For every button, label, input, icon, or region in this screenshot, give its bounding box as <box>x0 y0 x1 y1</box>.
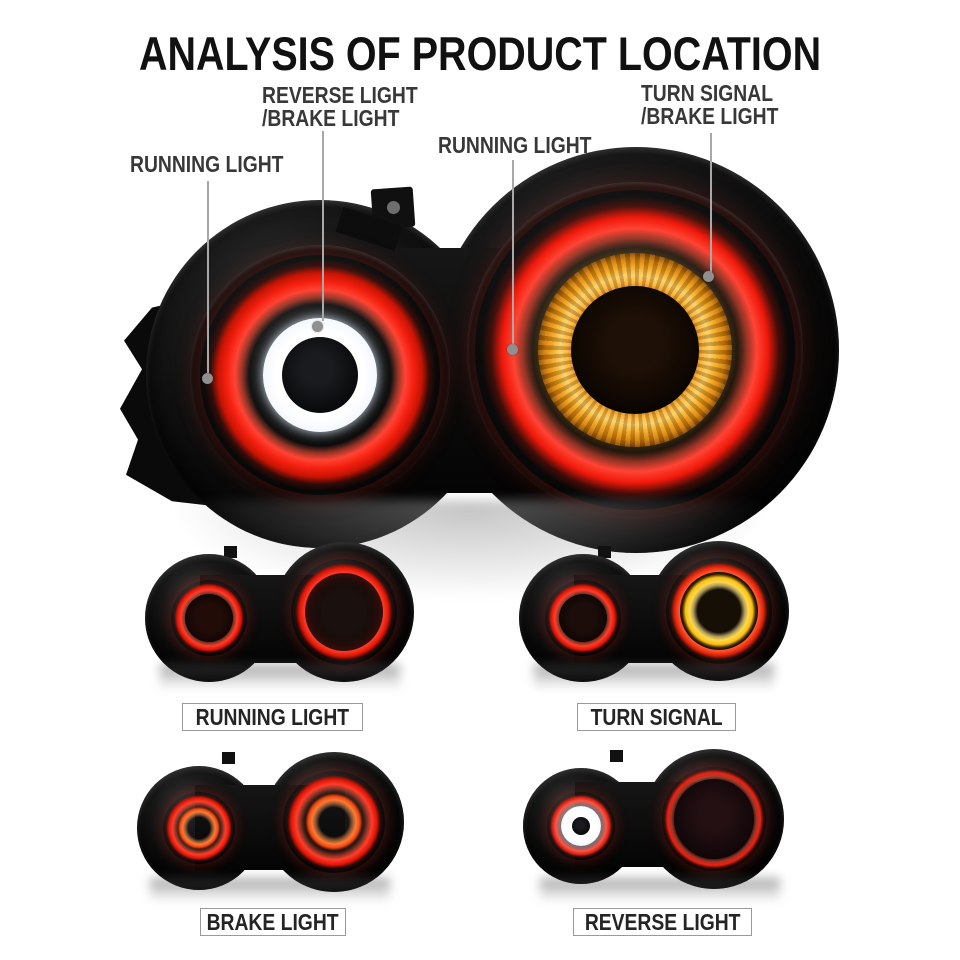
thumb1-left-lens <box>185 594 233 642</box>
thumb2-bracket <box>598 546 611 558</box>
thumb2-left-lens <box>559 594 607 642</box>
thumb3-reflection <box>150 878 390 902</box>
callout-line-reverse-brake <box>322 131 324 321</box>
left-lamp-white-ring-reverse-brake-light <box>263 318 377 432</box>
thumb4-left-lens <box>572 817 590 835</box>
right-lamp-amber-ring-turn-signal-brake-light <box>538 253 732 447</box>
callout-label-running-center: RUNNING LIGHT <box>438 132 592 158</box>
thumb2-yellow-turn-signal-ring <box>680 572 758 650</box>
left-lamp-projector-lens <box>282 337 358 413</box>
thumb3-left-inner-brake-ring <box>176 805 222 851</box>
thumb1-right-lens <box>305 573 383 651</box>
right-lamp-projector-lens <box>571 286 699 414</box>
caption-brake-light: BRAKE LIGHT <box>200 908 346 936</box>
thumb4-bracket <box>610 750 623 762</box>
caption-reverse-light: REVERSE LIGHT <box>573 908 752 936</box>
callout-endpoint-dot-running-center <box>507 344 518 355</box>
callout-endpoint-dot-turn-brake <box>703 271 714 282</box>
callout-label-reverse-brake: REVERSE LIGHT /BRAKE LIGHT <box>262 82 418 131</box>
callout-endpoint-dot-running-left <box>202 373 213 384</box>
callout-label-turn-brake: TURN SIGNAL /BRAKE LIGHT <box>641 80 779 129</box>
thumb4-right-lens <box>674 779 754 859</box>
mounting-bracket-hole <box>387 201 400 214</box>
callout-label-running-left: RUNNING LIGHT <box>130 151 284 177</box>
page-title-text: ANALYSIS OF PRODUCT LOCATION <box>138 27 822 80</box>
callout-line-running-left <box>207 181 209 373</box>
callout-line-running-center <box>512 160 514 345</box>
thumb3-bracket <box>222 752 235 764</box>
thumb2-reflection <box>534 664 774 690</box>
caption-running-light: RUNNING LIGHT <box>182 703 363 731</box>
thumb1-bracket <box>224 546 237 558</box>
callout-endpoint-dot-reverse-brake <box>312 321 323 332</box>
thumb1-reflection <box>160 664 400 690</box>
thumb4-reflection <box>540 878 780 902</box>
thumb4-white-reverse-ring <box>561 806 601 846</box>
callout-line-turn-brake <box>710 133 712 272</box>
caption-turn-signal: TURN SIGNAL <box>577 703 736 731</box>
page-title: ANALYSIS OF PRODUCT LOCATION <box>0 26 960 81</box>
thumb3-right-inner-brake-ring <box>303 791 365 853</box>
